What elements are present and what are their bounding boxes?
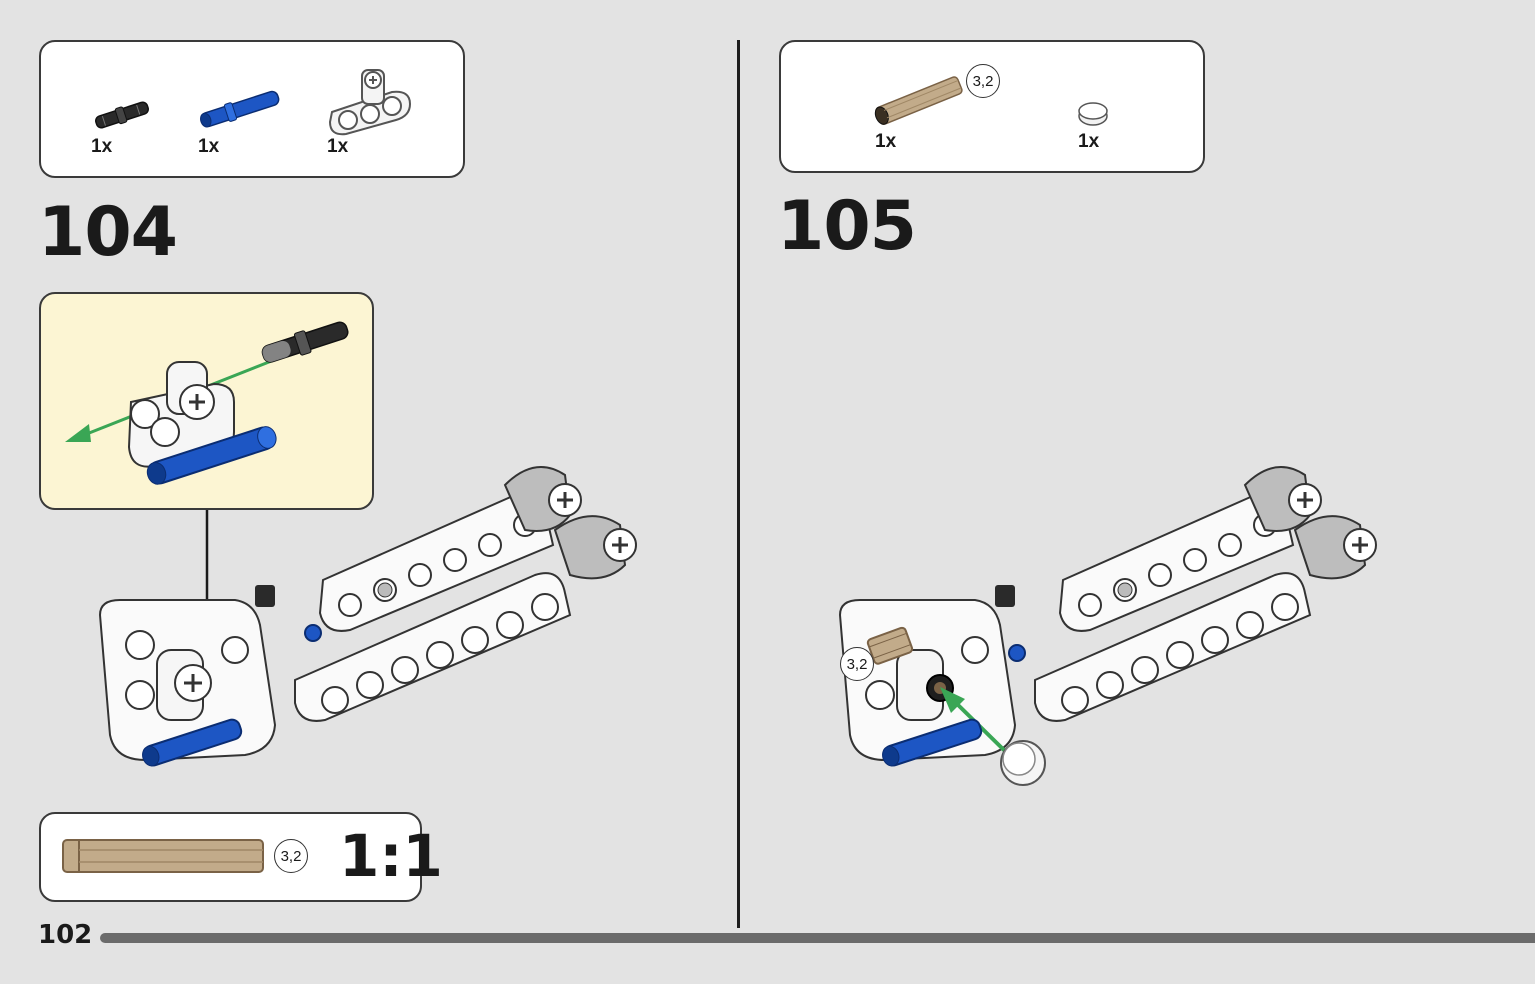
scale-ratio: 1:1	[339, 822, 443, 890]
sub-assembly-illustration	[65, 321, 349, 485]
axle-size-label: 3,2	[972, 72, 994, 90]
white-bush-icon	[1078, 102, 1108, 126]
step-number-104: 104	[38, 193, 178, 272]
part-qty: 1x	[327, 136, 349, 157]
axle-size-label: 3,2	[280, 847, 302, 865]
page-divider	[737, 40, 740, 928]
part-qty: 1x	[1078, 131, 1100, 152]
model-assembly-105	[838, 466, 1377, 786]
progress-bar	[100, 933, 1535, 943]
tan-axle-icon	[874, 76, 963, 125]
scale-reference-box: 3,2 1:1	[39, 812, 443, 902]
part-qty: 1x	[198, 136, 220, 157]
axle-size-badge: 3,2	[966, 64, 1000, 98]
parts-list-104: 1x 1x 1x	[39, 40, 465, 178]
axle-size-badge: 3,2	[274, 839, 308, 873]
blue-axle-pin-icon	[200, 90, 280, 128]
tan-axle-scale-icon	[62, 839, 264, 873]
part-qty: 1x	[875, 131, 897, 152]
black-friction-pin-icon	[95, 101, 149, 129]
step-number-105: 105	[777, 187, 917, 266]
axle-size-badge: 3,2	[840, 647, 874, 681]
page-number: 102	[38, 920, 93, 950]
white-pin-connector-icon	[328, 69, 412, 136]
axle-size-label: 3,2	[846, 655, 868, 673]
parts-list-105: 3,2 1x 1x	[779, 40, 1205, 173]
part-qty: 1x	[91, 136, 113, 157]
model-assembly-104	[98, 466, 637, 767]
